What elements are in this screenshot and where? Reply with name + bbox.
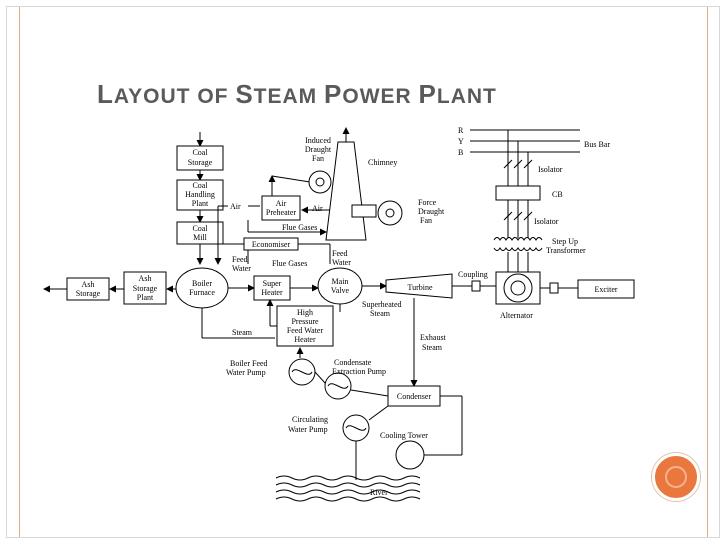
cooling-tower	[395, 440, 425, 470]
economiser-label: Economiser	[252, 240, 291, 249]
exciter-label: Exciter	[594, 285, 617, 294]
ash-storage-plant-box	[123, 271, 167, 305]
coupling-label: Coupling	[458, 270, 488, 279]
condenser-label: Condenser	[397, 392, 432, 401]
air-label-left: Air	[230, 202, 241, 211]
isolator-top-label: Isolator	[538, 165, 563, 174]
flue-gases-top-label: Flue Gases	[282, 223, 317, 232]
cooling-tower-label: Cooling Tower	[380, 431, 428, 440]
chimney-label: Chimney	[368, 158, 397, 167]
slide-border	[6, 6, 720, 538]
circuit-breaker-box	[495, 185, 541, 201]
turbine	[385, 273, 453, 299]
steam-label: Steam	[232, 328, 253, 337]
left-accent-rule	[19, 7, 20, 537]
air-label-right: Air	[312, 204, 323, 213]
isolator-bottom-label: Isolator	[534, 217, 559, 226]
coal-storage-box	[176, 145, 224, 171]
river-label: River	[370, 488, 388, 497]
air-preheater-box	[261, 195, 301, 221]
turbine-label: Turbine	[407, 283, 432, 292]
coupling-left	[471, 280, 481, 292]
chimney	[325, 141, 367, 241]
slide-ornament-circle	[652, 453, 700, 501]
alternator-label: Alternator	[500, 311, 533, 320]
slide-title: LAYOUT OF STEAM POWER PLANT	[97, 79, 497, 109]
coal-handling-plant-box	[176, 179, 224, 211]
force-draught-fan-duct	[351, 204, 377, 218]
cb-label: CB	[552, 190, 563, 199]
phase-y-label: Y	[458, 137, 464, 146]
hp-feed-water-heater-box	[276, 305, 334, 347]
right-accent-rule	[707, 7, 708, 537]
phase-r-label: R	[458, 126, 464, 135]
bus-bar-label: Bus Bar	[584, 140, 610, 149]
exciter-box	[577, 279, 635, 299]
river-waves	[275, 475, 421, 502]
coupling-right	[549, 282, 559, 294]
flue-gases-mid-label: Flue Gases	[272, 259, 307, 268]
phase-b-label: B	[458, 148, 463, 157]
